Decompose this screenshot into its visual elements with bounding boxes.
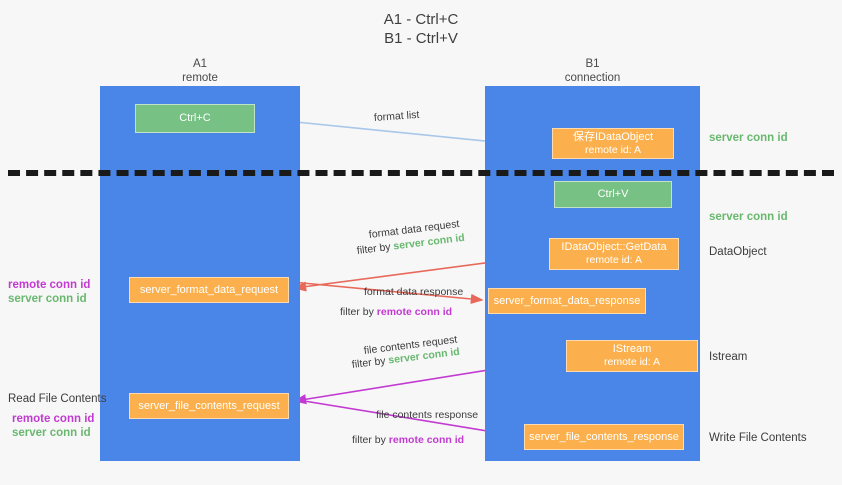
caption-format-data-response-filter-prefix: filter by (340, 306, 377, 318)
column-header-a1-name: A1 (192, 58, 208, 70)
label-read-file-contents: Read File Contents (8, 393, 107, 405)
node-ctrl-c-label: Ctrl+C (179, 112, 211, 124)
caption-format-data-response-filter-key: remote conn id (376, 306, 453, 318)
label-dataobject: DataObject (709, 246, 767, 258)
node-idataobject-getdata-label: IDataObject::GetData (561, 241, 667, 253)
caption-file-contents-response-filter-prefix: filter by (352, 434, 389, 446)
label-server-conn-id-upper: server conn id (8, 293, 87, 305)
column-header-a1-role: remote (182, 72, 218, 84)
label-server-conn-id-top: server conn id (709, 132, 788, 144)
node-idataobject-getdata-sublabel: remote id: A (585, 254, 643, 266)
page-title-line1: A1 - Ctrl+C (383, 11, 459, 28)
page-title: A1 - Ctrl+C B1 - Ctrl+V (0, 10, 842, 48)
label-write-file-contents: Write File Contents (709, 432, 807, 444)
node-ctrl-v[interactable]: Ctrl+V (554, 181, 672, 208)
phase-divider (8, 170, 834, 176)
label-remote-conn-id-lower: remote conn id (12, 413, 95, 425)
node-server-format-data-request[interactable]: server_format_data_request (129, 277, 289, 303)
caption-file-contents-response-filter-key: remote conn id (388, 434, 465, 446)
node-idataobject-getdata[interactable]: IDataObject::GetData remote id: A (549, 238, 679, 270)
node-istream-label: IStream (612, 343, 652, 355)
label-server-conn-id-lower: server conn id (12, 427, 91, 439)
column-header-b1: B1 connection (485, 57, 700, 85)
arrow-file-contents-response (291, 398, 520, 440)
node-server-format-data-response-label: server_format_data_response (493, 294, 641, 307)
node-save-idataobject-sublabel: remote id: A (584, 143, 642, 156)
label-server-conn-id-mid: server conn id (709, 211, 788, 223)
node-server-file-contents-request[interactable]: server_file_contents_request (129, 393, 289, 419)
caption-format-data-response-filter: filter by remote conn id (340, 306, 452, 319)
node-server-format-data-response[interactable]: server_format_data_response (488, 288, 646, 314)
node-server-file-contents-response[interactable]: server_file_contents_response (524, 424, 684, 450)
arrow-format-data-response (291, 281, 484, 305)
page-title-line2: B1 - Ctrl+V (384, 30, 458, 47)
node-save-idataobject-label: 保存IDataObject (572, 130, 654, 143)
label-istream: Istream (709, 351, 748, 363)
label-conn-ids-lower: remote conn id server conn id (12, 412, 94, 440)
label-conn-ids-upper: remote conn id server conn id (8, 278, 90, 306)
node-server-file-contents-response-label: server_file_contents_response (529, 430, 679, 443)
node-save-idataobject[interactable]: 保存IDataObject remote id: A (552, 128, 674, 159)
node-istream-sublabel: remote id: A (603, 356, 661, 368)
column-header-b1-name: B1 (585, 58, 600, 70)
node-server-format-data-request-label: server_format_data_request (139, 283, 279, 296)
caption-file-contents-response-filter: filter by remote conn id (352, 434, 464, 447)
label-remote-conn-id-upper: remote conn id (8, 279, 91, 291)
caption-format-data-response: format data response (364, 286, 464, 298)
node-istream[interactable]: IStream remote id: A (566, 340, 698, 372)
column-header-a1: A1 remote (100, 57, 300, 85)
caption-file-contents-response: file contents response (376, 409, 479, 421)
node-server-file-contents-request-label: server_file_contents_request (138, 399, 280, 412)
node-ctrl-v-label: Ctrl+V (597, 188, 629, 200)
node-ctrl-c[interactable]: Ctrl+C (135, 104, 255, 133)
column-header-b1-role: connection (564, 72, 621, 84)
